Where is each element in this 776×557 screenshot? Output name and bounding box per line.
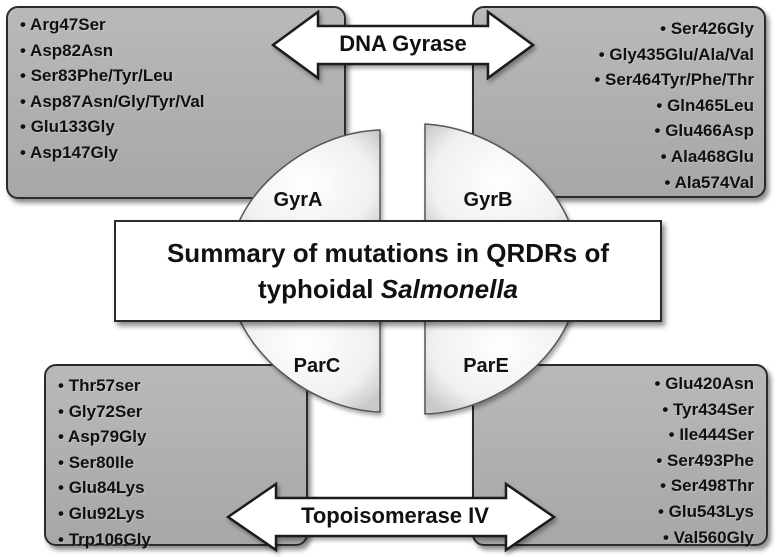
list-item: Thr57ser (58, 373, 306, 399)
list-item: Ser426Gly (474, 16, 754, 42)
list-item: Ser498Thr (474, 473, 754, 499)
list-item: Ser464Tyr/Phe/Thr (474, 67, 754, 93)
parc-mutation-list: Thr57ser Gly72Ser Asp79Gly Ser80Ile Glu8… (58, 373, 306, 552)
dna-gyrase-label: DNA Gyrase (339, 31, 467, 56)
list-item: Asp87Asn/Gly/Tyr/Val (20, 89, 344, 115)
summary-organism: Salmonella (380, 274, 519, 304)
list-item: Tyr434Ser (474, 397, 754, 423)
topoisomerase-label: Topoisomerase IV (301, 503, 489, 528)
gyra-label: GyrA (273, 189, 323, 211)
list-item: Ala574Val (474, 170, 754, 196)
summary-title: Summary of mutations in QRDRs of typhoid… (167, 235, 609, 307)
pare-mutation-list: Glu420Asn Tyr434Ser Ile444Ser Ser493Phe … (474, 371, 754, 550)
list-item: Ser83Phe/Tyr/Leu (20, 63, 344, 89)
list-item: Asp147Gly (20, 140, 344, 166)
list-item: Gly435Glu/Ala/Val (474, 42, 754, 68)
list-item: Ser493Phe (474, 448, 754, 474)
topoisomerase-double-arrow (225, 481, 557, 553)
pare-label: ParE (463, 355, 509, 377)
list-item: Glu420Asn (474, 371, 754, 397)
gyrb-label: GyrB (463, 189, 513, 211)
gyrase-double-arrow (270, 9, 536, 81)
list-item: Trp106Gly (58, 527, 306, 553)
gyra-mutation-list: Arg47Ser Asp82Asn Ser83Phe/Tyr/Leu Asp87… (20, 12, 344, 166)
list-item: Glu133Gly (20, 114, 344, 140)
list-item: Gly72Ser (58, 399, 306, 425)
list-item: Glu92Lys (58, 501, 306, 527)
list-item: Glu84Lys (58, 475, 306, 501)
list-item: Glu466Asp (474, 118, 754, 144)
list-item: Gln465Leu (474, 93, 754, 119)
list-item: Asp82Asn (20, 38, 344, 64)
summary-box: Summary of mutations in QRDRs of typhoid… (114, 220, 662, 322)
parc-label: ParC (293, 355, 341, 377)
list-item: Ser80Ile (58, 450, 306, 476)
list-item: Val560Gly (474, 525, 754, 551)
summary-line-1: Summary of mutations in QRDRs of (166, 238, 610, 268)
list-item: Ile444Ser (474, 422, 754, 448)
list-item: Ala468Glu (474, 144, 754, 170)
list-item: Arg47Ser (20, 12, 344, 38)
list-item: Asp79Gly (58, 424, 306, 450)
summary-line-2-prefix: typhoidal (257, 274, 381, 304)
gyrb-mutation-list: Ser426Gly Gly435Glu/Ala/Val Ser464Tyr/Ph… (474, 16, 754, 195)
list-item: Glu543Lys (474, 499, 754, 525)
